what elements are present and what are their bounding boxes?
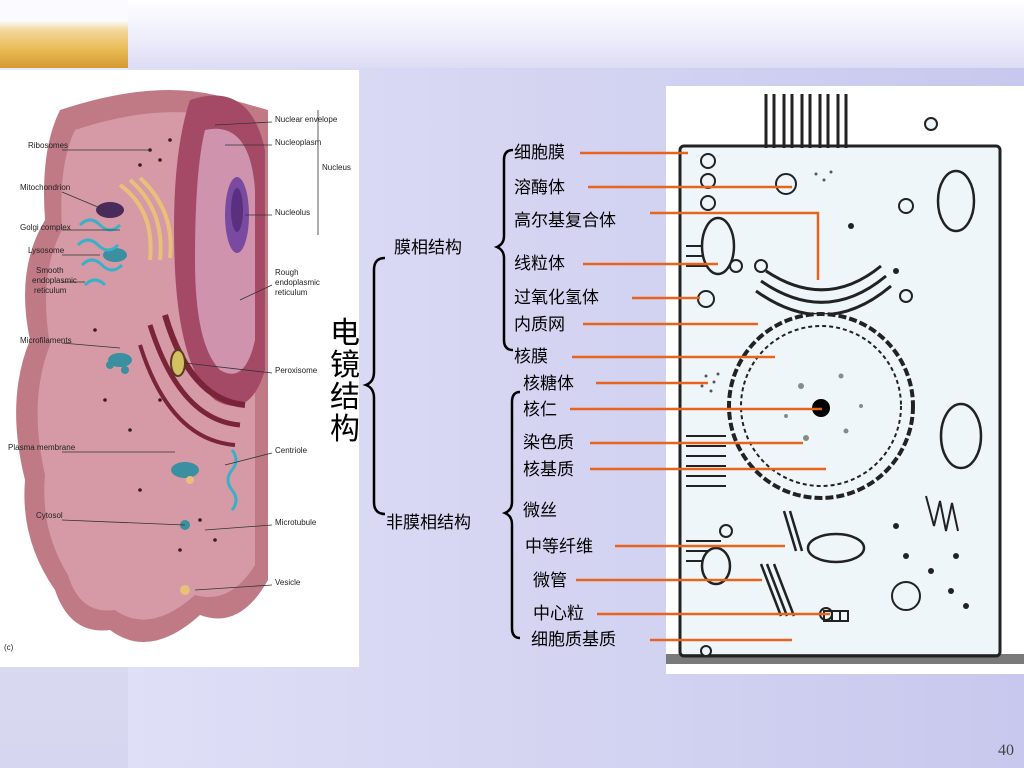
label-ribosome: 核糖体: [523, 374, 574, 394]
right-label-5: reticulum: [275, 288, 308, 297]
left-label-3: Lysosome: [28, 246, 65, 255]
label-intermediate-filament: 中等纤维: [525, 537, 593, 557]
left-label-6: reticulum: [34, 286, 67, 295]
left-label-7: Microfilaments: [20, 336, 72, 345]
label-mitochondrion: 线粒体: [514, 254, 565, 274]
root-title: 电 镜 结 构: [329, 318, 361, 446]
em-cell-diagram: [666, 94, 1024, 664]
right-label-9: Vesicle: [275, 578, 301, 587]
left-label-0: Ribosomes: [28, 141, 68, 150]
non-membranous-bracket: [501, 390, 521, 640]
root-bracket: [362, 256, 386, 516]
right-label-8: Microtubule: [275, 518, 317, 527]
right-label-3: Rough: [275, 268, 299, 277]
non-membranous-group-label: 非膜相结构: [386, 513, 471, 533]
label-peroxisome: 过氧化氢体: [514, 288, 599, 308]
label-lysosome: 溶酶体: [514, 178, 565, 198]
label-nucleolus: 核仁: [523, 400, 557, 420]
title-band: [128, 0, 1024, 68]
root-title-char: 电: [330, 316, 360, 351]
left-label-1: Mitochondrion: [20, 183, 70, 192]
root-title-char: 镜: [330, 348, 360, 383]
left-label-4: Smooth: [36, 266, 64, 275]
label-centriole: 中心粒: [533, 604, 584, 624]
leader-line-golgi: [650, 211, 820, 280]
right-label-1: Nucleoplasm: [275, 138, 322, 147]
right-label-group: Nuclear envelopeNucleoplasmNucleolusRoug…: [275, 115, 338, 587]
page-number: 40: [998, 742, 1014, 759]
left-label-9: Cytosol: [36, 511, 63, 520]
nucleus-label: Nucleus: [322, 163, 351, 172]
label-er: 内质网: [514, 315, 565, 335]
right-label-0: Nuclear envelope: [275, 115, 338, 124]
label-cell-membrane: 细胞膜: [514, 143, 565, 163]
root-title-char: 构: [330, 412, 360, 447]
panel-tag: (c): [4, 643, 14, 652]
left-label-5: endoplasmic: [32, 276, 77, 285]
right-label-6: Peroxisome: [275, 366, 318, 375]
em-cell-panel: [666, 86, 1024, 674]
membranous-group-label: 膜相结构: [394, 238, 462, 258]
label-golgi: 高尔基复合体: [514, 211, 616, 231]
label-chromatin: 染色质: [523, 433, 574, 453]
label-microfilament: 微丝: [523, 501, 557, 521]
left-label-8: Plasma membrane: [8, 443, 76, 452]
label-cytoplasmic-matrix: 细胞质基质: [531, 630, 616, 650]
corner-decoration: [0, 0, 128, 68]
left-label-2: Golgi complex: [20, 223, 71, 232]
right-label-4: endoplasmic: [275, 278, 320, 287]
membranous-bracket: [493, 148, 514, 352]
label-nuclear-matrix: 核基质: [523, 460, 574, 480]
right-label-2: Nucleolus: [275, 208, 310, 217]
label-microtubule: 微管: [533, 571, 567, 591]
root-title-char: 结: [330, 380, 360, 415]
right-label-7: Centriole: [275, 446, 308, 455]
label-nuclear-envelope: 核膜: [514, 347, 548, 367]
